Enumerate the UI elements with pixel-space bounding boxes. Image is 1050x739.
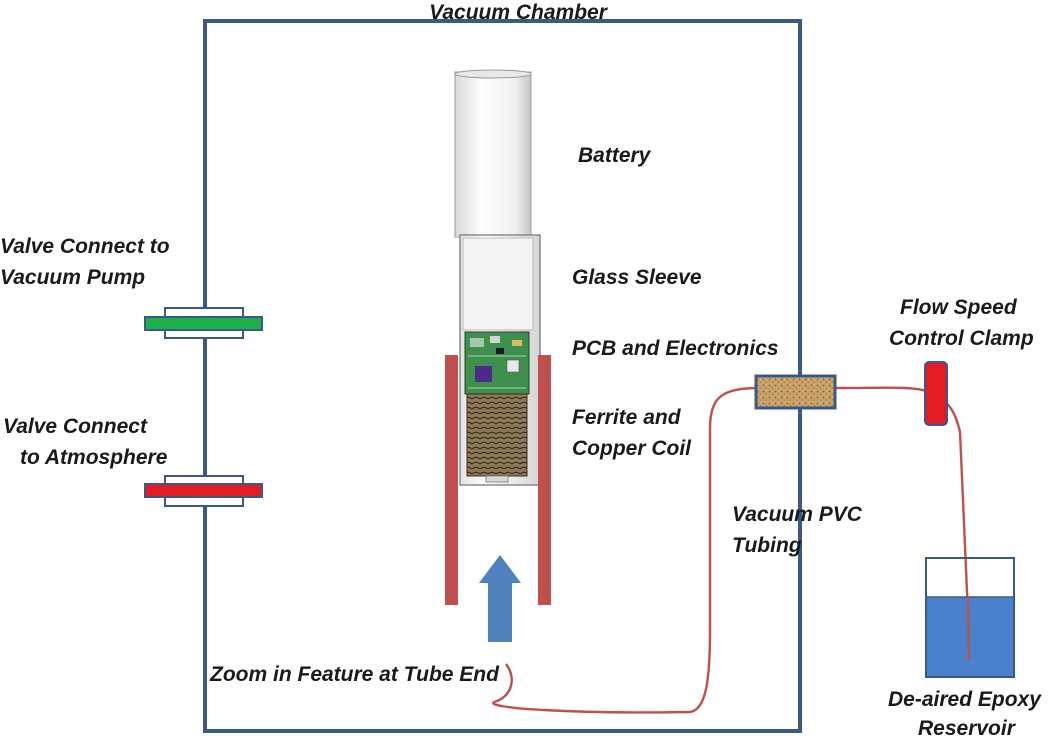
tubing-label-2: Tubing (732, 534, 802, 557)
battery (454, 69, 532, 238)
reservoir-icon (925, 557, 1015, 678)
chamber-title: Vacuum Chamber (429, 1, 609, 24)
valve-vacuum-label-2: Vacuum Pump (0, 266, 145, 289)
zoom-label: Zoom in Feature at Tube End (209, 663, 500, 686)
flow-clamp-label-2: Control Clamp (889, 327, 1034, 350)
valve-vacuum-pump[interactable] (144, 307, 263, 339)
ferrite-copper-coil (466, 393, 528, 483)
up-arrow-icon (479, 555, 521, 642)
flow-clamp-label-1: Flow Speed (900, 296, 1018, 319)
valve-atm-label-2: to Atmosphere (20, 446, 168, 469)
tubing-label-1: Vacuum PVC (732, 503, 863, 526)
battery-label: Battery (578, 144, 652, 167)
glass-sleeve-label: Glass Sleeve (572, 266, 702, 289)
clamp-icon[interactable] (924, 361, 948, 426)
valve-atmosphere[interactable] (144, 475, 263, 507)
tube-wall-left (445, 355, 458, 605)
valve-vacuum-label-1: Valve Connect to (0, 235, 170, 258)
pcb-electronics (464, 331, 530, 395)
reservoir-label-1: De-aired Epoxy (888, 688, 1042, 711)
pcb-label: PCB and Electronics (572, 337, 779, 360)
tube-wall-right (538, 355, 551, 605)
tubing-feedthrough (754, 374, 837, 410)
ferrite-label-2: Copper Coil (572, 437, 692, 460)
valve-atm-label-1: Valve Connect (3, 415, 148, 438)
reservoir-label-2: Reservoir (918, 717, 1017, 739)
ferrite-label-1: Ferrite and (572, 406, 682, 429)
